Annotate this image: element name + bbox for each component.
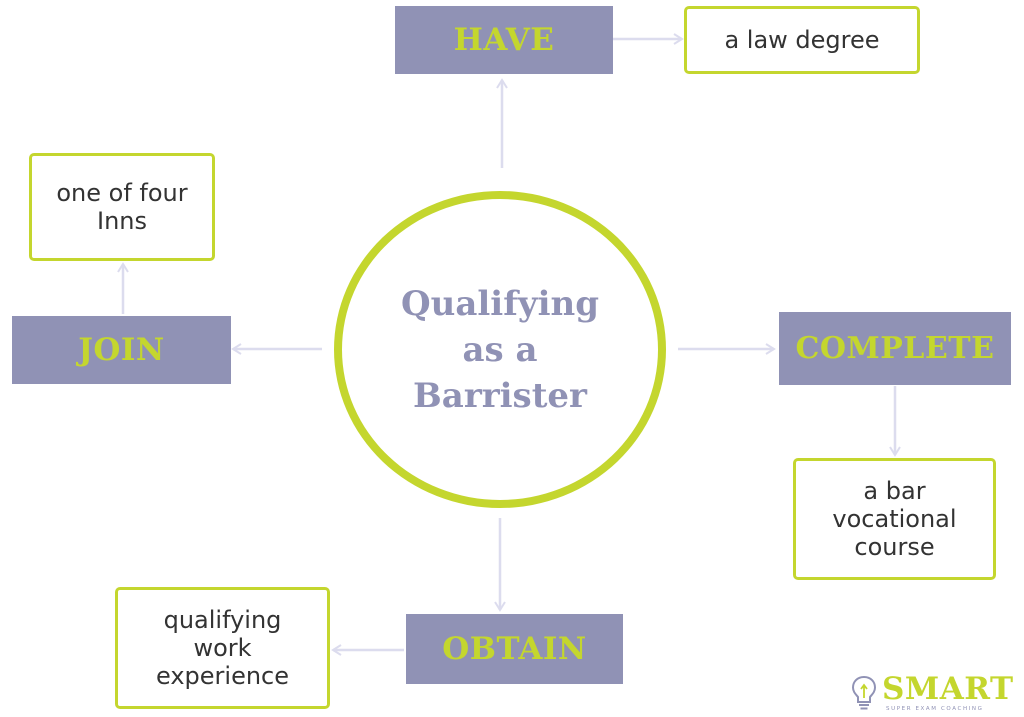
detail-have: a law degree <box>684 6 920 74</box>
logo-tagline: SUPER EXAM COACHING <box>886 706 984 712</box>
action-join: JOIN <box>12 316 231 384</box>
detail-join: one of four Inns <box>29 153 215 261</box>
detail-complete: a bar vocational course <box>793 458 996 580</box>
detail-obtain: qualifying work experience <box>115 587 330 709</box>
center-node: Qualifying as a Barrister <box>334 191 666 508</box>
lightbulb-icon <box>851 675 877 710</box>
action-complete: COMPLETE <box>779 312 1011 385</box>
smart-logo: SMART SUPER EXAM COACHING <box>846 672 1013 714</box>
center-title: Qualifying as a Barrister <box>401 283 599 416</box>
action-have: HAVE <box>395 6 613 74</box>
logo-name: SMART <box>882 671 1014 707</box>
action-obtain: OBTAIN <box>406 614 623 684</box>
